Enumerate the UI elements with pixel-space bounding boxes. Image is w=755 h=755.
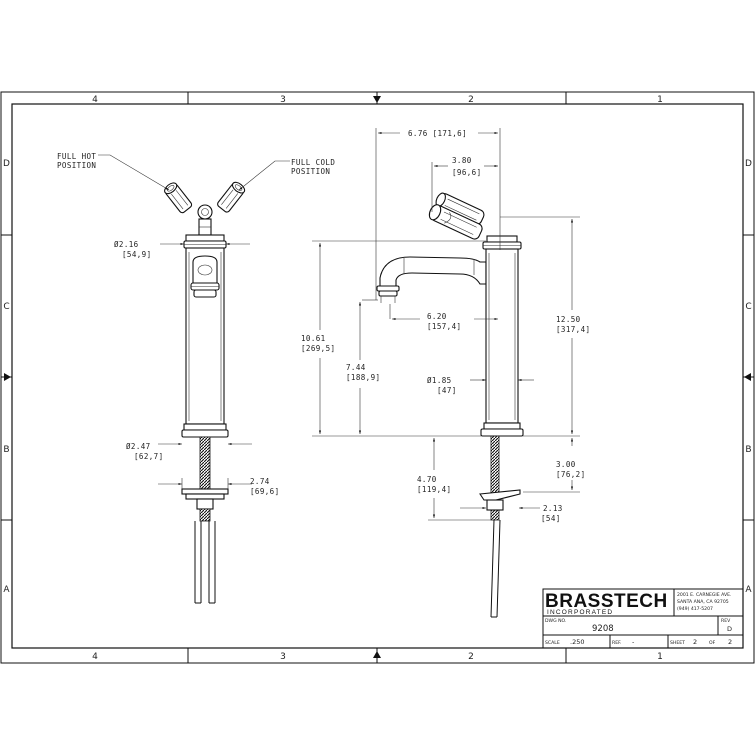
ref-value: -: [632, 638, 635, 646]
dim-aerator-height-mm: [188,9]: [346, 373, 380, 382]
ref-label: REF.: [612, 640, 621, 646]
dim-overall-height: 12.50: [556, 315, 581, 324]
drawing-border: [0, 91, 755, 664]
title-block: BRASSTECH INCORPORATED 2001 E. CARNEGIE …: [542, 588, 744, 649]
sheet-total-value: 2: [728, 638, 732, 646]
dim-deck-max-mm: [119,4]: [417, 485, 451, 494]
zone-col-top-2: 2: [468, 95, 474, 105]
dim-shank-mm: [76,2]: [556, 470, 586, 479]
dwg-no-label: DWG NO.: [545, 618, 566, 624]
front-view-faucet: [164, 181, 246, 604]
dim-base-diameter: Ø2.47: [126, 442, 151, 451]
dim-deck-max: 4.70: [417, 475, 437, 484]
zone-row-right-c: C: [745, 302, 751, 312]
callout-hot-line1: FULL HOT: [57, 152, 96, 161]
callout-cold-line2: POSITION: [291, 167, 330, 176]
of-label: OF: [709, 640, 716, 646]
zone-col-top-4: 4: [92, 95, 98, 105]
front-hot-handle: [164, 182, 193, 214]
rev-label: REV: [721, 618, 731, 624]
side-view-dimensions: 6.76 [171,6] 3.80 [96,6] 6.20 [157,4] 10…: [301, 128, 590, 523]
dwg-no-value: 9208: [592, 624, 614, 634]
zone-col-top-1: 1: [657, 95, 663, 105]
rev-value: D: [727, 625, 732, 633]
dim-spout-height: 10.61: [301, 334, 326, 343]
dim-nut: 2.13: [543, 504, 563, 513]
front-cold-handle: [217, 181, 246, 213]
company-address-line1: 2001 E. CARNEGIE AVE.: [677, 592, 732, 598]
company-address-line2: SANTA ANA, CA 92705: [677, 599, 729, 605]
dim-body-diameter-mm: [47]: [437, 386, 457, 395]
dim-handle-offset: 3.80: [452, 156, 472, 165]
zone-col-bottom-4: 4: [92, 652, 98, 662]
dim-spout-reach: 6.20: [427, 312, 447, 321]
scale-label: SCALE: [545, 640, 560, 646]
zone-col-top-3: 3: [280, 95, 286, 105]
zone-row-left-a: A: [3, 585, 10, 595]
zone-col-bottom-1: 1: [657, 652, 663, 662]
dim-aerator-height: 7.44: [346, 363, 366, 372]
zone-col-bottom-3: 3: [280, 652, 286, 662]
callout-hot-line2: POSITION: [57, 161, 96, 170]
sheet-label: SHEET: [670, 640, 685, 646]
dim-base-diameter-mm: [62,7]: [134, 452, 164, 461]
dim-shank: 3.00: [556, 460, 576, 469]
side-view-faucet: [376, 192, 524, 618]
dim-mount: 2.74: [250, 477, 270, 486]
side-handle-back: [435, 192, 485, 225]
sheet-value: 2: [693, 638, 697, 646]
zone-labels: 4 3 2 1 4 3 2 1 D C B A D C B A: [3, 95, 752, 662]
zone-row-left-d: D: [3, 159, 10, 169]
zone-col-bottom-2: 2: [468, 652, 474, 662]
zone-row-left-b: B: [3, 445, 9, 455]
front-view-dimensions: FULL HOT POSITION FULL COLD POSITION Ø2.…: [57, 152, 335, 496]
dim-nut-mm: [54]: [541, 514, 561, 523]
dim-mount-mm: [69,6]: [250, 487, 280, 496]
zone-row-left-c: C: [3, 302, 9, 312]
dim-handle-offset-mm: [96,6]: [452, 168, 482, 177]
dim-spout-reach-mm: [157,4]: [427, 322, 461, 331]
dim-top-diameter-mm: [54,9]: [122, 250, 152, 259]
zone-row-right-b: B: [745, 445, 751, 455]
scale-value: .250: [570, 638, 584, 646]
dim-top-diameter: Ø2.16: [114, 240, 139, 249]
company-incorporated: INCORPORATED: [547, 609, 613, 616]
company-address-line3: (949) 417-5207: [677, 606, 713, 612]
dim-overall-height-mm: [317,4]: [556, 325, 590, 334]
dim-overall-depth: 6.76 [171,6]: [408, 129, 467, 138]
zone-row-right-a: A: [745, 585, 752, 595]
zone-row-right-d: D: [745, 159, 752, 169]
company-logo-text: BRASSTECH: [545, 591, 668, 612]
dim-body-diameter: Ø1.85: [427, 376, 452, 385]
callout-cold-line1: FULL COLD: [291, 158, 335, 167]
dim-spout-height-mm: [269,5]: [301, 344, 335, 353]
